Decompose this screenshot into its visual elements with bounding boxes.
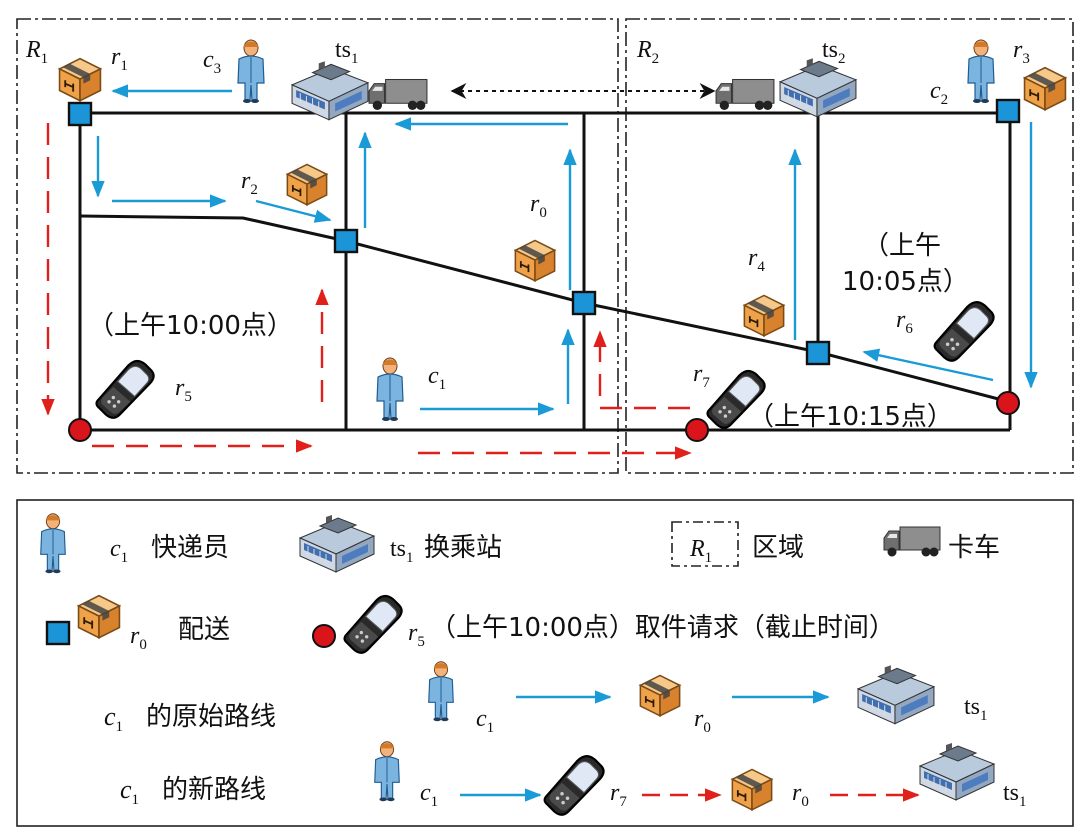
deadline-r6-line1: （上午 bbox=[863, 231, 941, 261]
courier-arrows bbox=[91, 84, 1038, 416]
courier-c1-icon bbox=[376, 357, 404, 422]
legend-delivery-var: r0 bbox=[130, 623, 147, 653]
package-r2-icon bbox=[286, 163, 328, 206]
road-network bbox=[78, 111, 1012, 432]
legend-orig-r0: r0 bbox=[694, 706, 711, 736]
legend-courier-label: 快递员 bbox=[151, 533, 229, 563]
deadline-r7: （上午10:15点） bbox=[748, 402, 953, 432]
legend-station-var: ts1 bbox=[390, 536, 414, 566]
legend-new-r0: r0 bbox=[792, 780, 809, 810]
deadline-r6-line2: 10:05点） bbox=[842, 267, 969, 297]
legend-new-station-icon bbox=[919, 742, 995, 801]
legend-station-label: 换乘站 bbox=[424, 533, 502, 563]
legend-new-c1: c1 bbox=[420, 780, 438, 810]
delivery-nodes bbox=[67, 98, 1021, 366]
new-route-dashed bbox=[41, 123, 692, 460]
legend-package-icon bbox=[77, 594, 121, 639]
label-ts1: ts1 bbox=[335, 37, 359, 67]
station-ts2-icon bbox=[779, 57, 857, 118]
legend-truck-icon bbox=[883, 526, 941, 557]
label-r1: r1 bbox=[111, 44, 128, 74]
label-r6: r6 bbox=[896, 307, 913, 337]
label-r5: r5 bbox=[175, 375, 192, 405]
legend-phone-icon bbox=[343, 594, 403, 654]
region-label-r2: R2 bbox=[636, 37, 659, 67]
truck-right-icon bbox=[715, 78, 775, 111]
legend-orig-route-label: 的原始路线 bbox=[146, 702, 276, 732]
pickup-r5-icon bbox=[95, 359, 155, 419]
region-boundary-r1 bbox=[16, 18, 619, 474]
legend-delivery-label: 配送 bbox=[178, 615, 230, 645]
label-r3: r3 bbox=[1013, 37, 1030, 67]
legend-orig-route-var: c1 bbox=[104, 702, 123, 735]
legend-delivery-node bbox=[45, 620, 71, 646]
package-r4-icon bbox=[743, 294, 785, 337]
label-c1: c1 bbox=[428, 363, 446, 393]
label-r2: r2 bbox=[241, 168, 258, 198]
label-r7: r7 bbox=[693, 361, 710, 391]
legend-new-route-var: c1 bbox=[120, 775, 139, 808]
legend-orig-package-icon bbox=[639, 674, 681, 717]
deadline-r5: （上午10:00点） bbox=[88, 311, 293, 341]
legend-courier-icon bbox=[40, 513, 66, 574]
label-r4: r4 bbox=[748, 245, 765, 275]
legend-new-courier-icon bbox=[374, 741, 400, 802]
region-boundary-r2 bbox=[625, 18, 1074, 474]
package-r3-icon bbox=[1023, 66, 1067, 111]
legend-courier-var: c1 bbox=[110, 536, 128, 566]
legend-station-icon bbox=[299, 514, 375, 573]
label-r0: r0 bbox=[530, 191, 547, 221]
region-label-r1: R1 bbox=[25, 37, 48, 67]
legend-new-package-icon bbox=[731, 768, 773, 811]
legend-new-route-label: 的新路线 bbox=[162, 775, 266, 805]
legend-orig-courier-icon bbox=[428, 661, 454, 722]
pickup-nodes bbox=[68, 391, 1020, 442]
legend-orig-ts1: ts1 bbox=[964, 694, 988, 724]
truck-left-icon bbox=[368, 78, 428, 111]
package-r0-icon bbox=[514, 239, 556, 282]
legend-new-r7: r7 bbox=[610, 780, 627, 810]
legend-region-box bbox=[671, 521, 739, 567]
label-c2: c2 bbox=[930, 78, 948, 108]
courier-c2-icon bbox=[967, 39, 995, 104]
legend-pickup-label: （上午10:00点）取件请求（截止时间） bbox=[430, 613, 895, 643]
legend-orig-c1: c1 bbox=[476, 706, 494, 736]
legend-truck-label: 卡车 bbox=[948, 533, 1000, 563]
label-c3: c3 bbox=[203, 47, 221, 77]
label-ts2: ts2 bbox=[822, 37, 846, 67]
courier-c3-icon bbox=[237, 39, 265, 104]
legend-new-ts1: ts1 bbox=[1003, 780, 1027, 810]
package-r1-icon bbox=[58, 57, 102, 102]
legend-region-label: 区域 bbox=[752, 533, 804, 563]
legend-pickup-var: r5 bbox=[408, 620, 425, 650]
legend-box bbox=[16, 499, 1074, 827]
pickup-r6-icon bbox=[933, 301, 995, 362]
station-ts1-icon bbox=[291, 60, 369, 121]
legend-new-phone-icon bbox=[543, 755, 605, 816]
legend-pickup-node bbox=[312, 624, 336, 648]
legend-region-var: R1 bbox=[689, 536, 712, 566]
legend-orig-station-icon bbox=[857, 664, 935, 725]
